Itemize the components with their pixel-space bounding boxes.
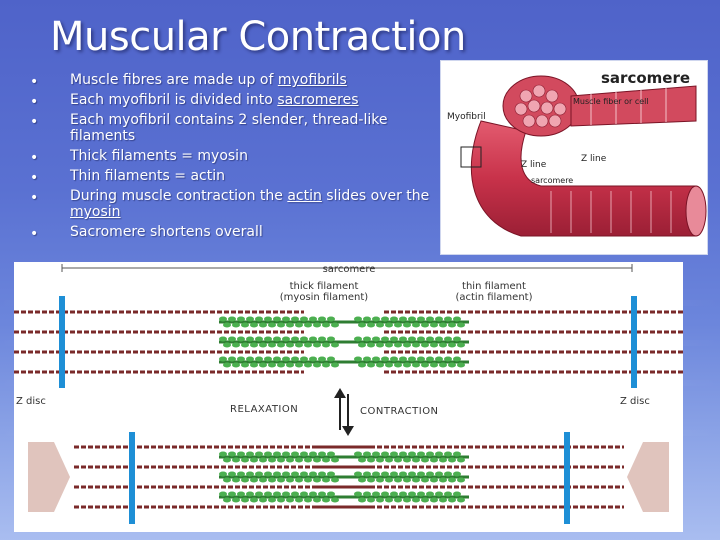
bullet-dot-icon: •	[30, 74, 39, 90]
bullet-dot-icon: •	[30, 190, 39, 206]
bullet-list: •Muscle fibres are made up of myofibrils…	[30, 72, 430, 244]
fiber-label: Muscle fiber or cell	[573, 97, 649, 106]
slide-title: Muscular Contraction	[50, 14, 466, 60]
myosin-link[interactable]: myosin	[70, 204, 121, 220]
up-arrow-icon	[334, 388, 346, 430]
zoom-box	[460, 146, 482, 168]
sarcomere-label: sarcomere	[323, 264, 376, 275]
bullet-item: •Sacromere shortens overall	[30, 224, 263, 242]
myofibrils-link[interactable]: myofibrils	[277, 72, 347, 88]
actin-link[interactable]: actin	[287, 188, 322, 204]
bullet-dot-icon: •	[30, 150, 39, 166]
z-disc	[129, 432, 135, 524]
bullet-item: •Thin filaments = actin	[30, 168, 225, 186]
actin-filament-label: (actin filament)	[455, 292, 532, 303]
bullet-item: •During muscle contraction the actin sli…	[30, 188, 430, 220]
bullet-dot-icon: •	[30, 114, 39, 130]
bullet-item: •Each myofibril is divided into sacromer…	[30, 92, 359, 110]
bullet-item: •Each myofibril contains 2 slender, thre…	[30, 112, 388, 144]
myosin-filament	[219, 336, 469, 348]
myosin-filament	[219, 451, 469, 463]
z-disc	[631, 296, 637, 388]
bullet-dot-icon: •	[30, 94, 39, 110]
bullet-dot-icon: •	[30, 170, 39, 186]
zline-left-label: Z line	[521, 160, 547, 170]
inset-title: sarcomere	[601, 69, 690, 87]
push-left-arrow-icon	[627, 442, 669, 512]
z-disc	[564, 432, 570, 524]
zdisc-left-label: Z disc	[16, 396, 46, 407]
myosin-filament	[219, 356, 469, 368]
myosin-filament	[219, 491, 469, 503]
contracted-sarcomere	[74, 432, 624, 524]
myosin-filament-label: (myosin filament)	[280, 292, 369, 303]
myosin-filament	[219, 471, 469, 483]
zline-right-label: Z line	[581, 154, 607, 164]
down-arrow-icon	[342, 394, 354, 436]
push-right-arrow-icon	[28, 442, 70, 512]
thin-filament-label: thin filament	[462, 281, 526, 292]
muscle-fiber-illustration: sarcomere Muscle fiber or cell Myofibril…	[440, 60, 708, 255]
sacromeres-link[interactable]: sacromeres	[277, 92, 359, 108]
myosin-filament	[219, 316, 469, 328]
zdisc-right-label: Z disc	[620, 396, 650, 407]
contraction-label: CONTRACTION	[360, 406, 439, 417]
myofibril-label: Myofibril	[447, 112, 486, 122]
thick-filament-label: thick filament	[290, 281, 359, 292]
bullet-item: •Thick filaments = myosin	[30, 148, 248, 166]
bullet-item: •Muscle fibres are made up of myofibrils	[30, 72, 347, 90]
sliding-filament-diagram: sarcomere thick filament (myosin filamen…	[14, 262, 683, 532]
bullet-dot-icon: •	[30, 226, 39, 242]
relaxed-sarcomere	[14, 296, 683, 388]
z-disc	[59, 296, 65, 388]
sarcomere-small-label: sarcomere	[531, 176, 573, 185]
relaxation-label: RELAXATION	[230, 404, 298, 415]
